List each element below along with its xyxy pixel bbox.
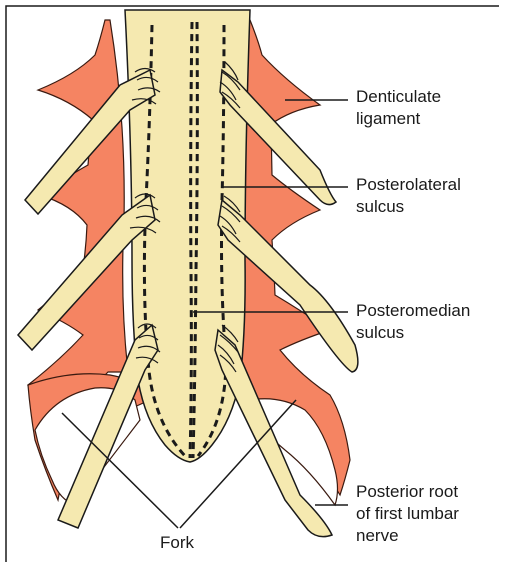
label-posterior-root: Posterior root of first lumbar nerve (356, 481, 459, 547)
label-denticulate-ligament: Denticulate ligament (356, 86, 441, 130)
label-fork: Fork (160, 532, 194, 554)
label-posteromedian-sulcus: Posteromedian sulcus (356, 300, 470, 344)
label-posterolateral-sulcus: Posterolateral sulcus (356, 174, 461, 218)
